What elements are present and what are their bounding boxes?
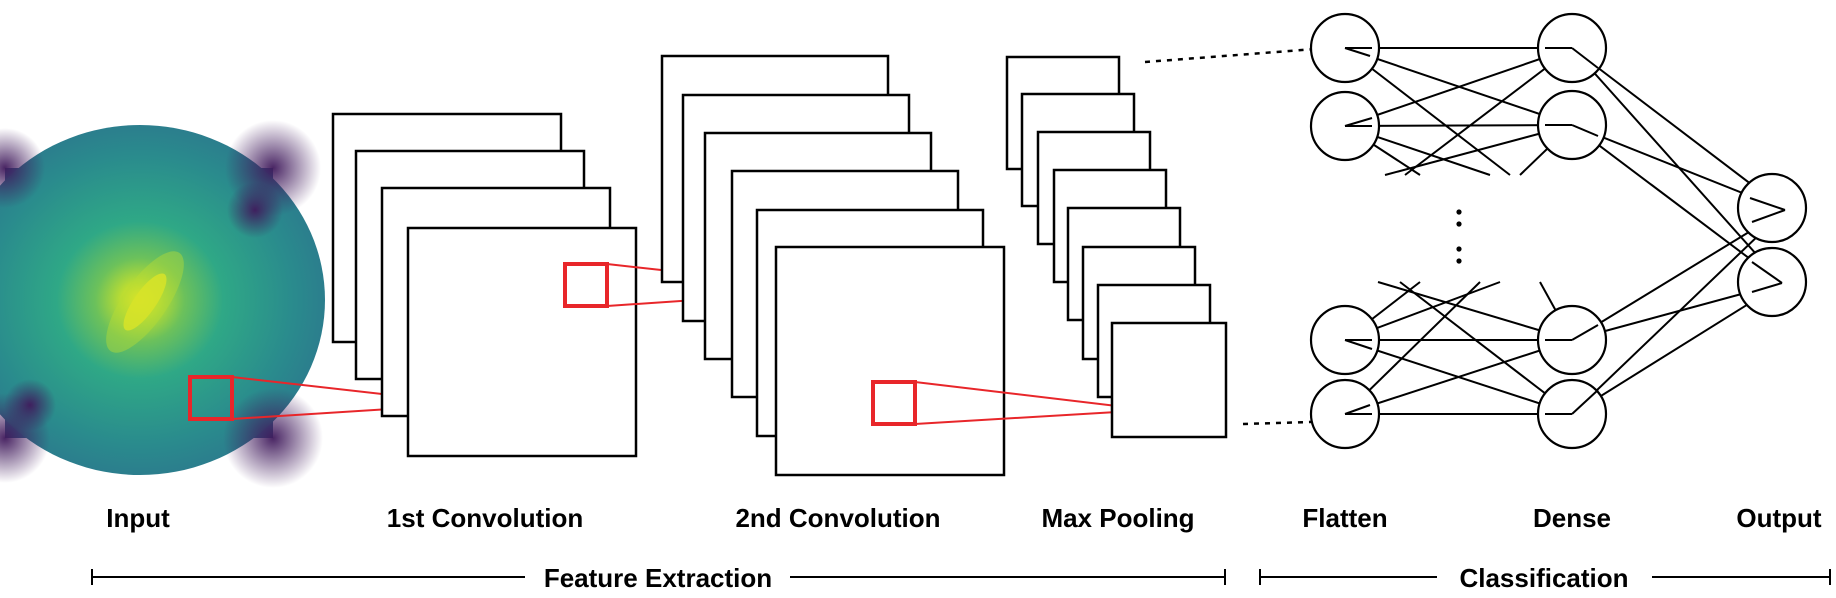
label-feature-extraction: Feature Extraction xyxy=(544,563,772,593)
inner-edge-endpoints xyxy=(1344,47,1786,415)
flatten-to-dense-connections xyxy=(1344,47,1573,415)
dense-neurons xyxy=(1536,12,1608,450)
max-pooling-maps xyxy=(1005,55,1228,439)
conv2-receptive-field xyxy=(871,380,917,426)
label-dense: Dense xyxy=(1533,503,1611,533)
input-receptive-field xyxy=(188,375,234,421)
label-flatten: Flatten xyxy=(1302,503,1387,533)
conv1-receptive-field xyxy=(563,262,609,308)
conv2-feature-maps xyxy=(660,54,1006,477)
feature-extraction-bracket xyxy=(91,569,1226,585)
label-classification: Classification xyxy=(1459,563,1628,593)
output-neurons xyxy=(1736,172,1808,318)
label-output: Output xyxy=(1736,503,1822,533)
classification-bracket xyxy=(1259,569,1831,585)
flatten-neurons xyxy=(1309,12,1381,450)
ellipsis-dots xyxy=(1456,209,1462,264)
label-pool: Max Pooling xyxy=(1041,503,1194,533)
label-conv1: 1st Convolution xyxy=(387,503,583,533)
label-input: Input xyxy=(106,503,170,533)
conv1-feature-maps xyxy=(331,112,638,458)
input-image xyxy=(0,120,325,488)
label-conv2: 2nd Convolution xyxy=(735,503,940,533)
